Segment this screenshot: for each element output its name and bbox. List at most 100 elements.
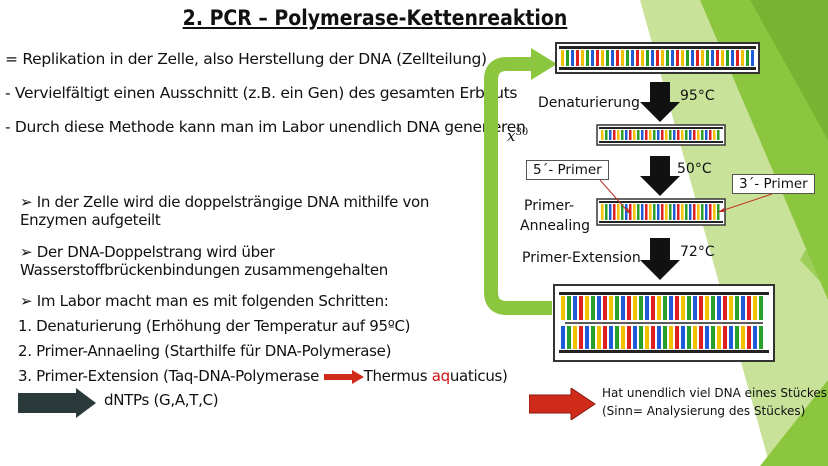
dna-base [696,50,699,66]
dna-base [657,326,661,349]
dna-base [751,50,754,66]
intro-line-2: - Vervielfältigt einen Ausschnitt (z.B. … [5,84,518,102]
dna-base [663,326,667,349]
dna-base [713,130,716,140]
dna-base [633,296,637,320]
dna-base [677,130,680,140]
temp-50: 50°C [677,161,712,177]
dna-base [649,204,652,220]
page-title: 2. PCR – Polymerase-Kettenreaktion [182,6,568,30]
denaturation-label: Denaturierung [538,95,640,111]
dna-base [693,326,697,349]
dna-base [609,130,612,140]
extension-label: Primer-Extension [522,250,641,266]
dna-base [716,50,719,66]
dna-base [627,326,631,349]
dna-base [651,50,654,66]
dna-base [753,326,757,349]
dna-base [741,50,744,66]
annealing-label-2: Annealing [520,218,591,234]
dna-base [603,296,607,320]
step-1: 1. Denaturierung (Erhöhung der Temperatu… [18,317,411,335]
dna-base [573,296,577,320]
dna-base [693,296,697,320]
dna-base [685,130,688,140]
dna-base [566,50,569,66]
red-arrow-icon [323,369,364,384]
primer-5-box: 5´- Primer [526,160,609,180]
dna-base [663,296,667,320]
dna-base [689,204,692,220]
step-3: 3. Primer-Extension (Taq-DNA-Polymerase … [18,367,508,385]
dna-base [713,204,716,220]
dna-base [645,326,649,349]
dna-base [641,204,644,220]
dna-base [627,296,631,320]
dna-base [669,204,672,220]
dna-base [721,50,724,66]
dna-bases [561,50,754,66]
primer-3-box: 3´- Primer [732,174,815,194]
dna-base [609,296,613,320]
dna-base [579,296,583,320]
dna-base [573,326,577,349]
temp-95: 95°C [680,88,715,104]
temp-72: 72°C [680,244,715,260]
dna-base [629,130,632,140]
dna-base [681,50,684,66]
down-arrow-icon [640,82,680,122]
dna-base [645,204,648,220]
dna-base [591,296,595,320]
dna-base [661,130,664,140]
dna-base [609,326,613,349]
dna-base [701,204,704,220]
dna-base [639,326,643,349]
dna-base [665,130,668,140]
dna-base [651,326,655,349]
dna-base [629,204,632,220]
dna-base [731,50,734,66]
dna-base [561,296,565,320]
dna-base [637,204,640,220]
dna-base [717,130,720,140]
dna-base [681,296,685,320]
dark-arrow-icon [18,388,96,418]
dna-base [615,326,619,349]
dna-base [651,296,655,320]
dna-base [661,204,664,220]
dna-base [699,296,703,320]
bullet-arrow-icon: ➢ [20,292,33,310]
dna-base [601,204,604,220]
dna-base [657,130,660,140]
bullet-2: ➢ Der DNA-Doppelstrang wird über Wassers… [20,243,388,279]
dna-base [637,130,640,140]
dna-base [641,50,644,66]
dna-base [585,326,589,349]
dna-base [705,326,709,349]
dntps-label: dNTPs (G,A,T,C) [104,391,219,409]
dna-base [646,50,649,66]
dna-base [705,296,709,320]
dna-base [747,326,751,349]
dna-base [633,130,636,140]
dna-base [571,50,574,66]
dna-base [671,50,674,66]
dna-base [649,130,652,140]
dna-base [681,326,685,349]
dna-base [567,296,571,320]
dna-base [701,130,704,140]
dna-base [653,204,656,220]
dna-base [666,50,669,66]
dna-base [657,296,661,320]
dna-strand-1 [555,42,760,74]
dna-base [616,50,619,66]
dna-base [675,326,679,349]
dna-base [687,296,691,320]
dna-base [706,50,709,66]
bullet-1: ➢ In der Zelle wird die doppelsträngige … [20,193,430,229]
dna-base [741,326,745,349]
dna-base [656,50,659,66]
dna-base [669,296,673,320]
dna-base [561,326,565,349]
